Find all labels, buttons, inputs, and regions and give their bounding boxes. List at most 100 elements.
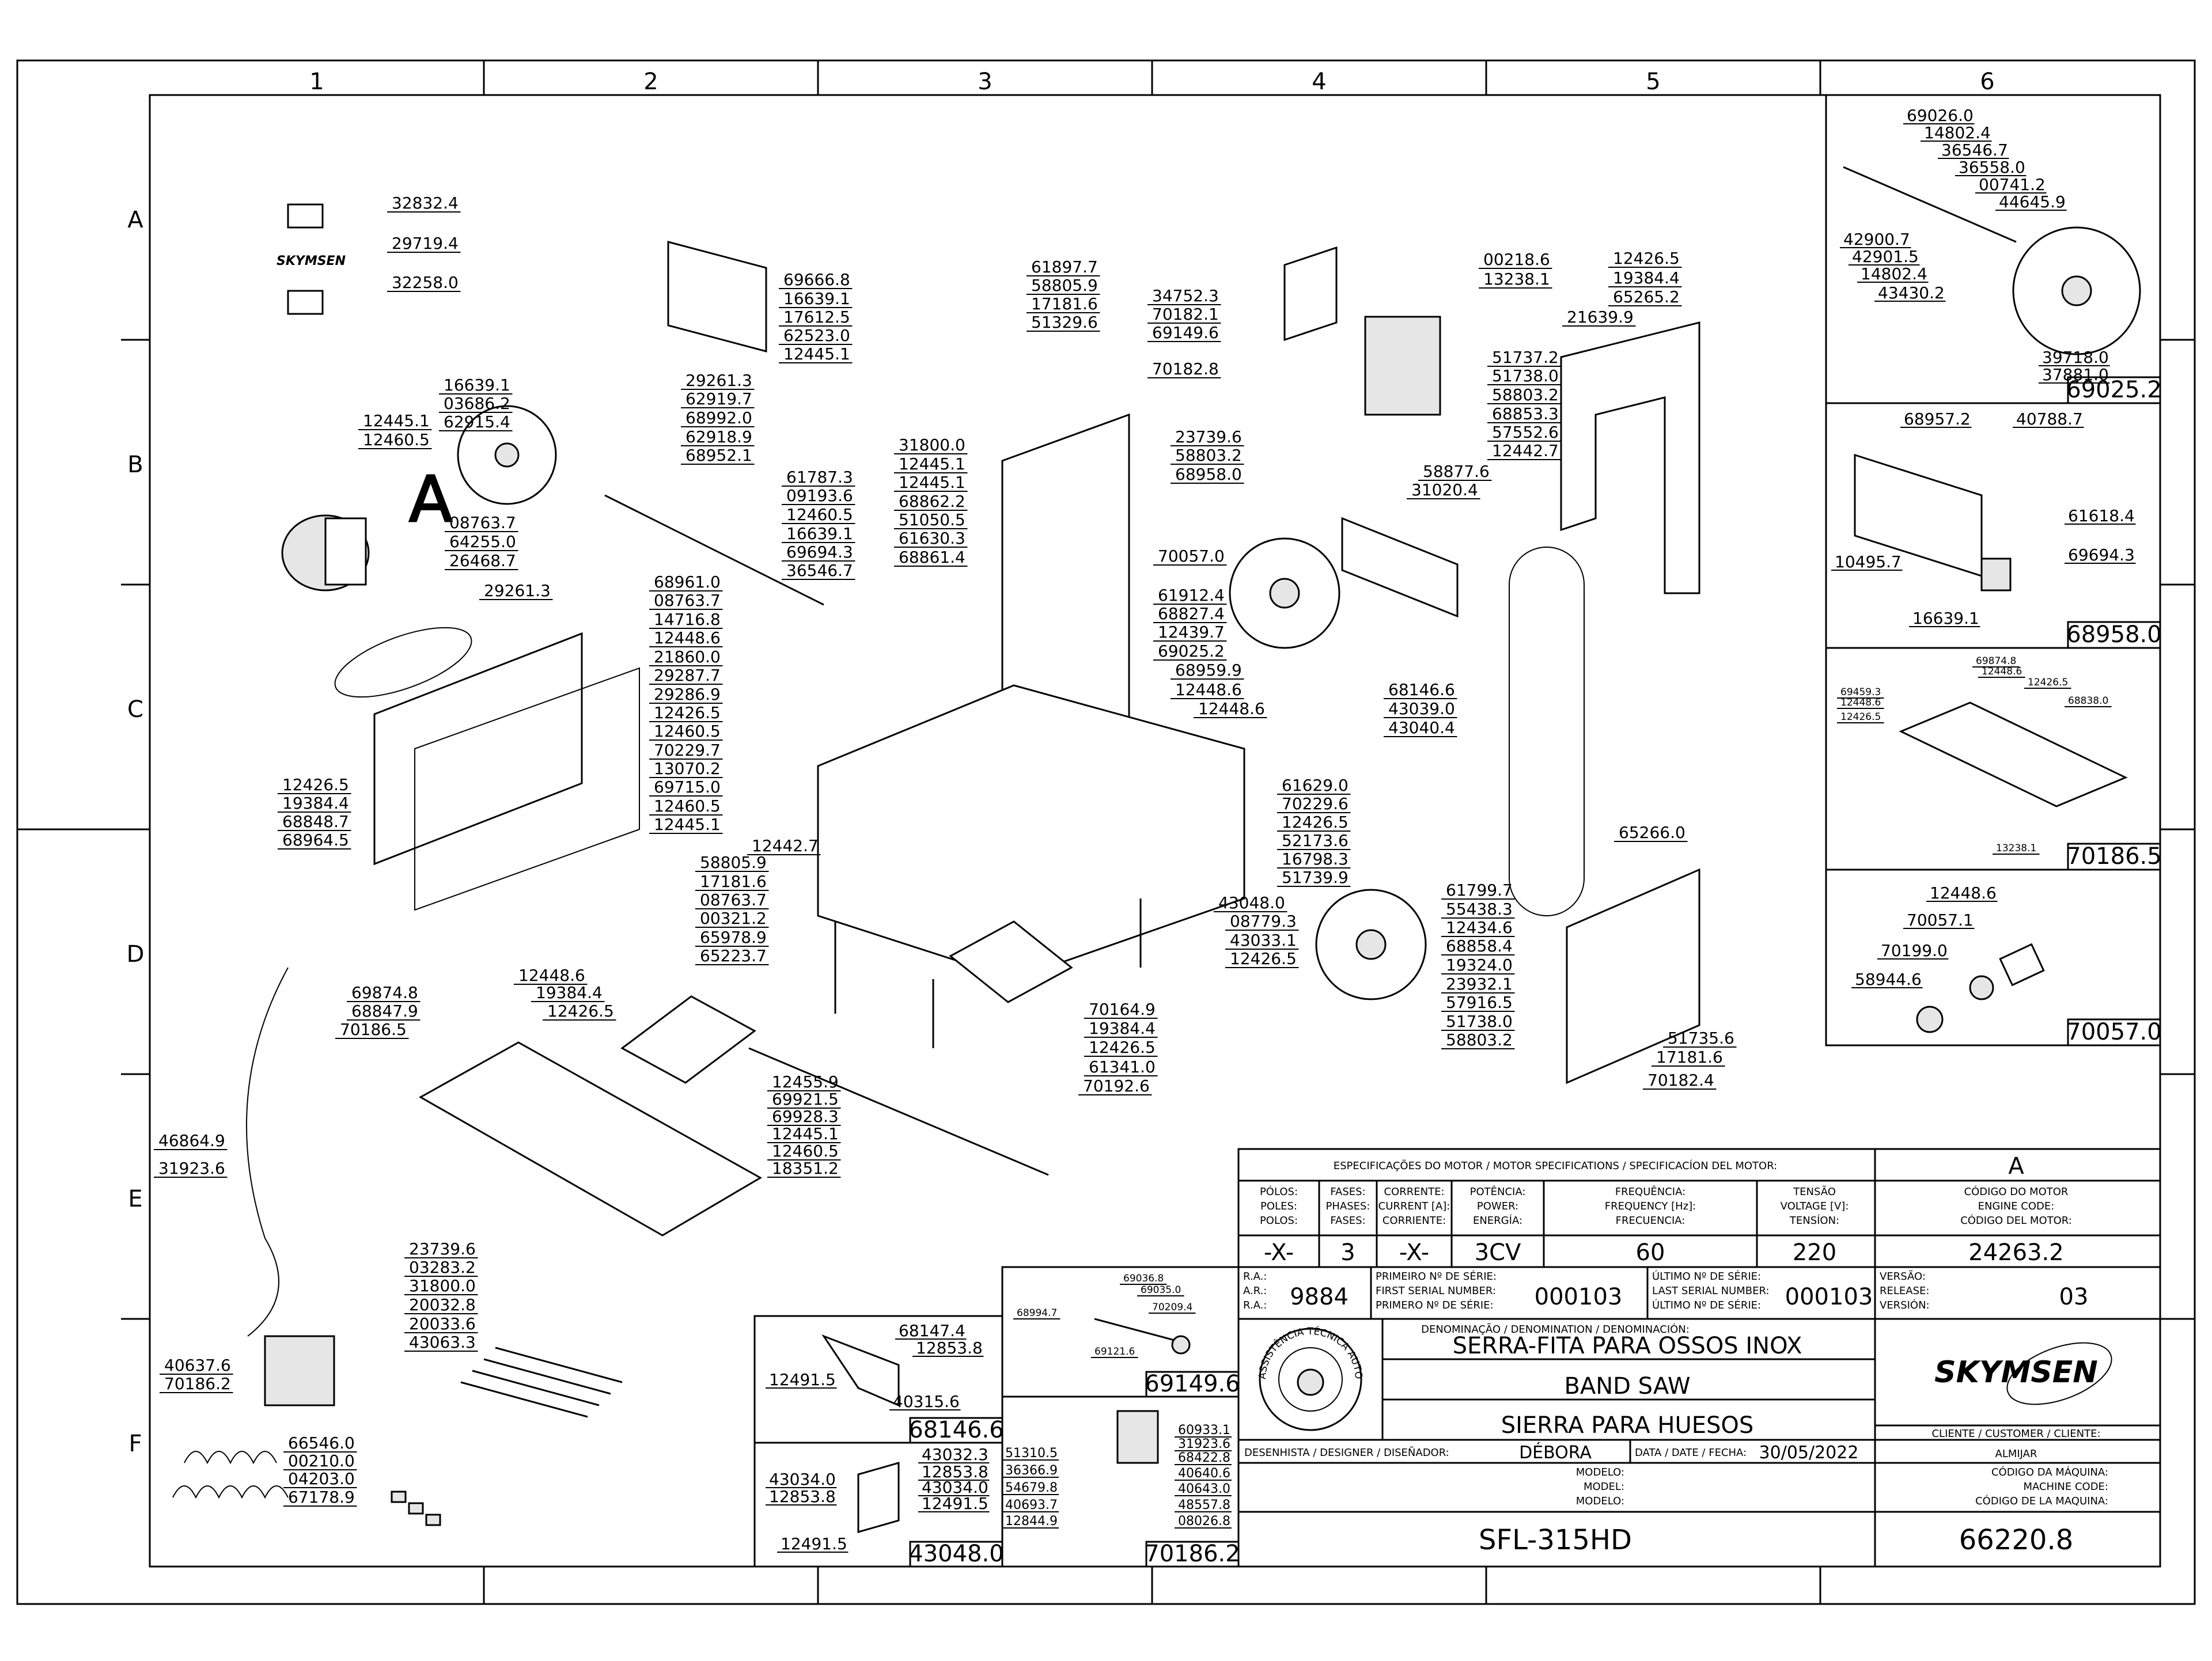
part-label-51738-0: 51738.0 [1492,366,1559,385]
part-label-69921-5: 69921.5 [772,1090,839,1109]
part-label-70182-1: 70182.1 [1152,305,1219,324]
detail-label-36546-7: 36546.7 [1941,141,2008,160]
part-label-43063-3: 43063.3 [409,1333,476,1352]
phases-h1: FASES: [1330,1186,1365,1198]
part-label-13070-2: 13070.2 [654,759,721,778]
part-label-12448-6: 12448.6 [1198,699,1265,718]
grid-row-d: D [127,941,145,968]
part-label-16639-1: 16639.1 [783,289,850,308]
part-label-29286-9: 29286.9 [654,685,721,704]
part-label-58805-9: 58805.9 [700,853,767,872]
motor-code-h2: ENGINE CODE: [1978,1200,2055,1212]
name-pt: SERRA-FITA PARA OSSOS INOX [1453,1333,1802,1359]
model-l2: MODEL: [1584,1481,1624,1493]
detail-label-12844-9: 12844.9 [1005,1514,1058,1529]
rear-panel-shape [667,241,767,352]
side-cover-2 [414,667,640,911]
model-value: SFL-315HD [1479,1524,1632,1556]
detail-label-14802-4: 14802.4 [1861,264,1927,283]
detail-label-43430-2: 43430.2 [1878,283,1945,302]
ra-l3: R.A.: [1243,1299,1267,1311]
part-label-61630-3: 61630.3 [899,529,965,548]
part-label-12455-9: 12455.9 [772,1072,839,1091]
side-cover-1 [373,632,583,866]
poles-h1: PÓLOS: [1260,1185,1298,1198]
detail-label-69035-0: 69035.0 [1141,1284,1181,1296]
grid-col-5: 5 [1646,69,1660,95]
sticker-plate-icon [287,290,324,315]
detail-label-44645-9: 44645.9 [1999,192,2066,211]
part-label-21639-9: 21639.9 [1567,308,1634,327]
poles-h2: POLES: [1260,1200,1297,1212]
last-serial-l3: ÚLTIMO Nº DE SÉRIE: [1652,1299,1761,1311]
detail-label-12491-5: 12491.5 [781,1534,847,1553]
part-label-18351-2: 18351.2 [772,1159,839,1178]
detail-label-13238-1: 13238.1 [1996,843,2036,854]
part-label-70229-7: 70229.7 [654,741,721,760]
version-l3: VERSIÓN: [1880,1299,1930,1311]
detail-label-69036-8: 69036.8 [1123,1273,1164,1284]
client-value: ALMIJAR [1995,1448,2037,1460]
denomination-header: DENOMINAÇÃO / DENOMINATION / DENOMINACIÓ… [1421,1323,1690,1336]
designer-value: DÉBORA [1519,1442,1592,1463]
detail-label-12426-5: 12426.5 [1840,711,1881,723]
motor-housing-top [1283,246,1338,342]
part-label-12445-1: 12445.1 [783,344,850,363]
bracket-icon [1999,943,2045,987]
detail-label-42900-7: 42900.7 [1843,230,1910,249]
part-label-51738-0: 51738.0 [1446,1012,1513,1031]
grid-row-b: B [127,452,143,478]
part-label-68861-4: 68861.4 [899,548,965,567]
part-label-12448-6: 12448.6 [654,628,721,647]
part-label-68959-9: 68959.9 [1175,661,1242,680]
current-h3: CORRIENTE: [1382,1215,1446,1227]
part-label-31800-0: 31800.0 [899,435,965,454]
detail-label-68994-7: 68994.7 [1017,1307,1057,1319]
part-label-12426-5: 12426.5 [1089,1038,1156,1057]
part-label-43048-0: 43048.0 [1218,893,1285,912]
power-h1: POTÊNCIA: [1470,1185,1526,1198]
part-label-29261-3: 29261.3 [484,581,551,600]
detail-label-69874-8: 69874.8 [1976,655,2016,667]
detail-label-60933-1: 60933.1 [1178,1423,1230,1438]
first-serial-l3: PRIMERO Nº DE SÉRIE: [1376,1299,1494,1311]
motor-spec-columns: PÓLOS: POLES: POLOS: -X- FASES: PHASES: … [1260,1185,2072,1266]
part-label-12426-5: 12426.5 [1613,249,1680,268]
part-label-68958-0: 68958.0 [1175,465,1242,484]
detail-label-12426-5: 12426.5 [2028,677,2068,688]
part-label-65223-7: 65223.7 [700,946,767,965]
date-value: 30/05/2022 [1759,1443,1859,1463]
part-label-51050-5: 51050.5 [899,510,965,529]
detail-label-48557-8: 48557.8 [1178,1498,1230,1512]
meat-table [418,1041,763,1237]
part-label-29287-7: 29287.7 [654,666,721,685]
part-label-19324-0: 19324.0 [1446,955,1513,974]
part-label-61912-4: 61912.4 [1158,586,1225,605]
panel-title-69025: 69025.2 [2066,377,2161,403]
blade-guard [1341,517,1459,618]
part-label-51737-2: 51737.2 [1492,348,1559,367]
part-label-12460-5: 12460.5 [363,430,430,449]
phases-h3: FASES: [1330,1215,1365,1227]
detail-label-54679-8: 54679.8 [1005,1481,1058,1495]
saw-blade-icon [1509,547,1585,916]
part-label-12439-7: 12439.7 [1158,623,1225,642]
row-dividers [121,339,2195,1320]
part-label-16639-1: 16639.1 [444,376,510,395]
detail-label-61618-4: 61618.4 [2068,506,2135,525]
panel-title-68958: 68958.0 [2066,621,2161,648]
first-serial-l2: FIRST SERIAL NUMBER: [1376,1285,1496,1297]
part-label-17181-6: 17181.6 [1656,1048,1723,1067]
detail-label-12491-5: 12491.5 [769,1370,836,1389]
part-label-12426-5: 12426.5 [1282,813,1349,832]
grid-labels: 1 2 3 4 5 6 A B C D E F [127,69,1995,1457]
date-label: DATA / DATE / FECHA: [1635,1447,1747,1459]
part-label-03686-2: 03686.2 [444,394,510,413]
part-label-61897-7: 61897.7 [1031,257,1098,276]
part-label-61799-7: 61799.7 [1446,881,1513,900]
part-label-12460-5: 12460.5 [654,797,721,816]
part-label-12448-6: 12448.6 [518,966,585,985]
detail-label-58944-6: 58944.6 [1855,970,1922,989]
part-label-20032-8: 20032.8 [409,1295,476,1314]
